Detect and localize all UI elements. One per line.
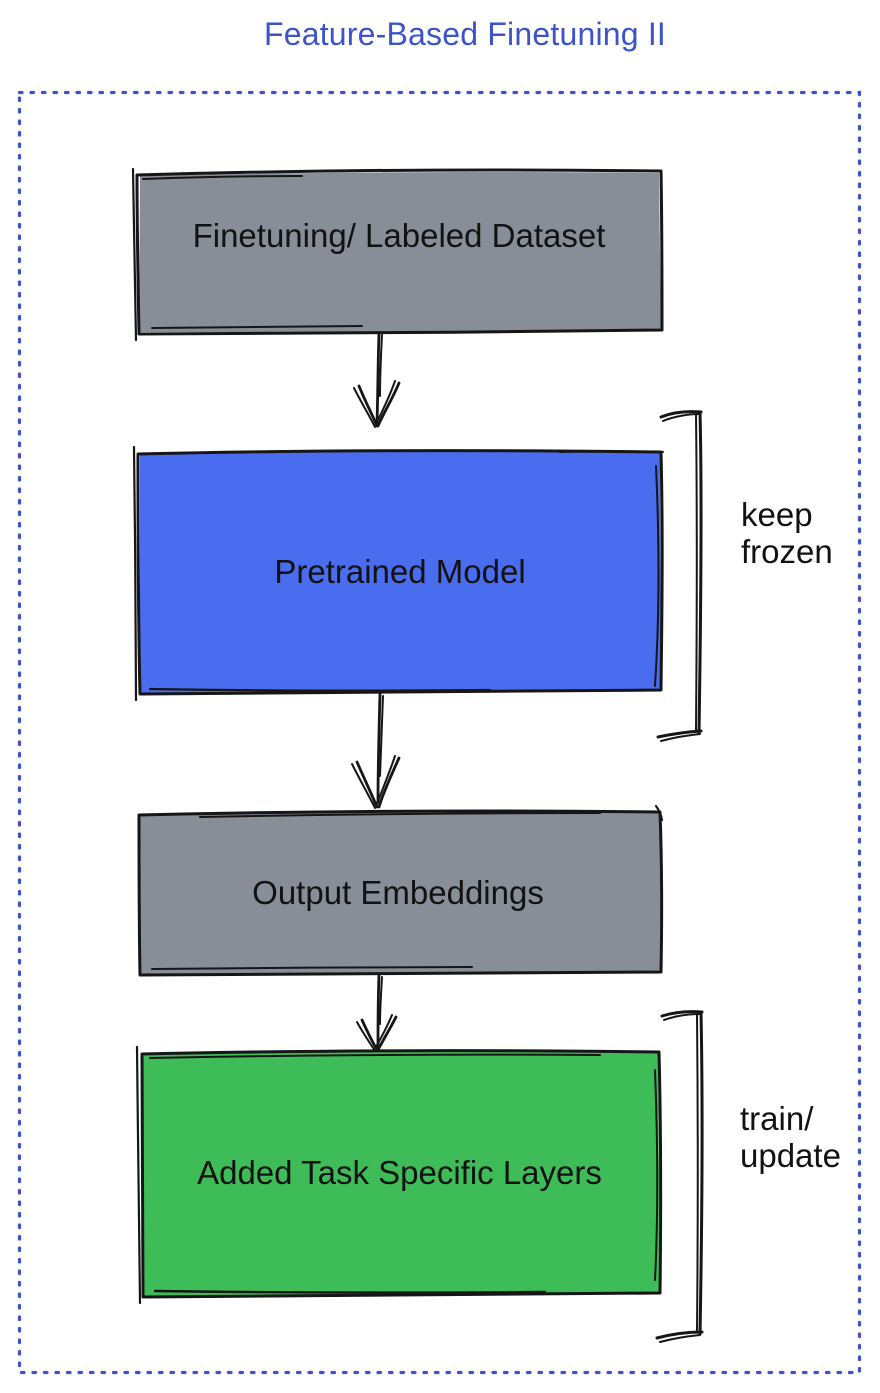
- keep-frozen-label: keep frozen: [741, 496, 833, 570]
- layers-box-outline: [135, 1045, 663, 1305]
- layers-box-fill: [143, 1050, 660, 1296]
- embeddings-box-outline: [137, 804, 664, 977]
- dotted-frame: [17, 90, 862, 1375]
- embeddings-box-fill: [140, 811, 661, 974]
- dataset-box-outline: [131, 167, 664, 342]
- train-update-label: train/ update: [740, 1100, 841, 1174]
- box-fills: [139, 172, 661, 1296]
- arrow-down-1: [353, 332, 401, 428]
- arrow-down-2: [351, 692, 401, 809]
- dataset-box-fill: [139, 172, 661, 332]
- train-update-bracket: [655, 1010, 704, 1343]
- keep-frozen-bracket: [656, 410, 703, 742]
- diagram-title: Feature-Based Finetuning II: [263, 16, 667, 52]
- sketch-strokes: [131, 167, 704, 1343]
- pretrained-box-fill: [140, 451, 661, 693]
- arrow-down-3: [356, 973, 398, 1052]
- pretrained-box-outline: [132, 445, 664, 702]
